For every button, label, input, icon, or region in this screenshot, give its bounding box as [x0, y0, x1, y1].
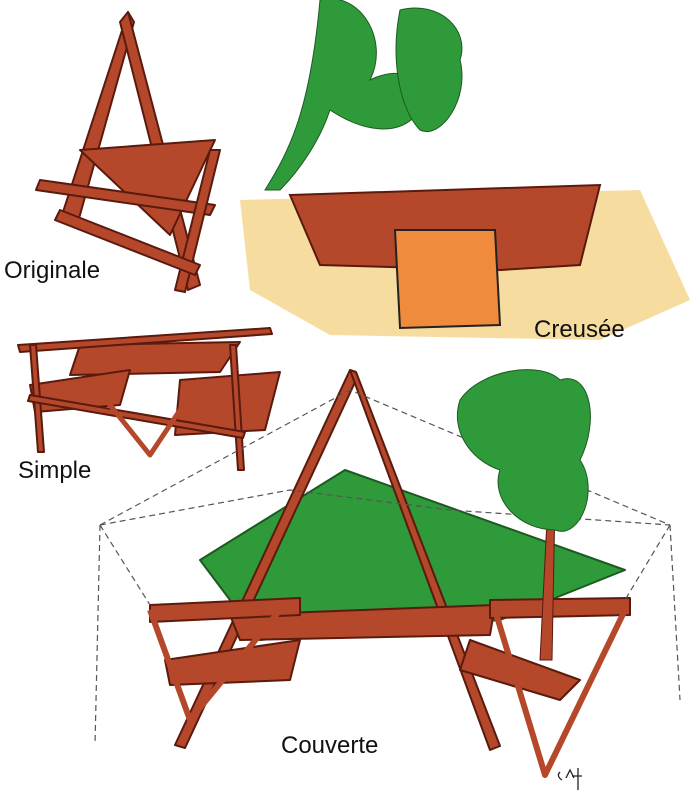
simple-table-drawing [17, 327, 281, 471]
creusee-table-drawing [240, 0, 690, 340]
tree-drawing [456, 369, 591, 661]
couverte-table-drawing [147, 369, 631, 778]
artist-signature [557, 768, 582, 790]
originale-table-drawing [35, 11, 221, 293]
label-originale: Originale [4, 257, 101, 284]
label-creusee: Creusée [534, 316, 625, 343]
label-couverte: Couverte [281, 732, 379, 759]
label-simple: Simple [18, 457, 92, 484]
